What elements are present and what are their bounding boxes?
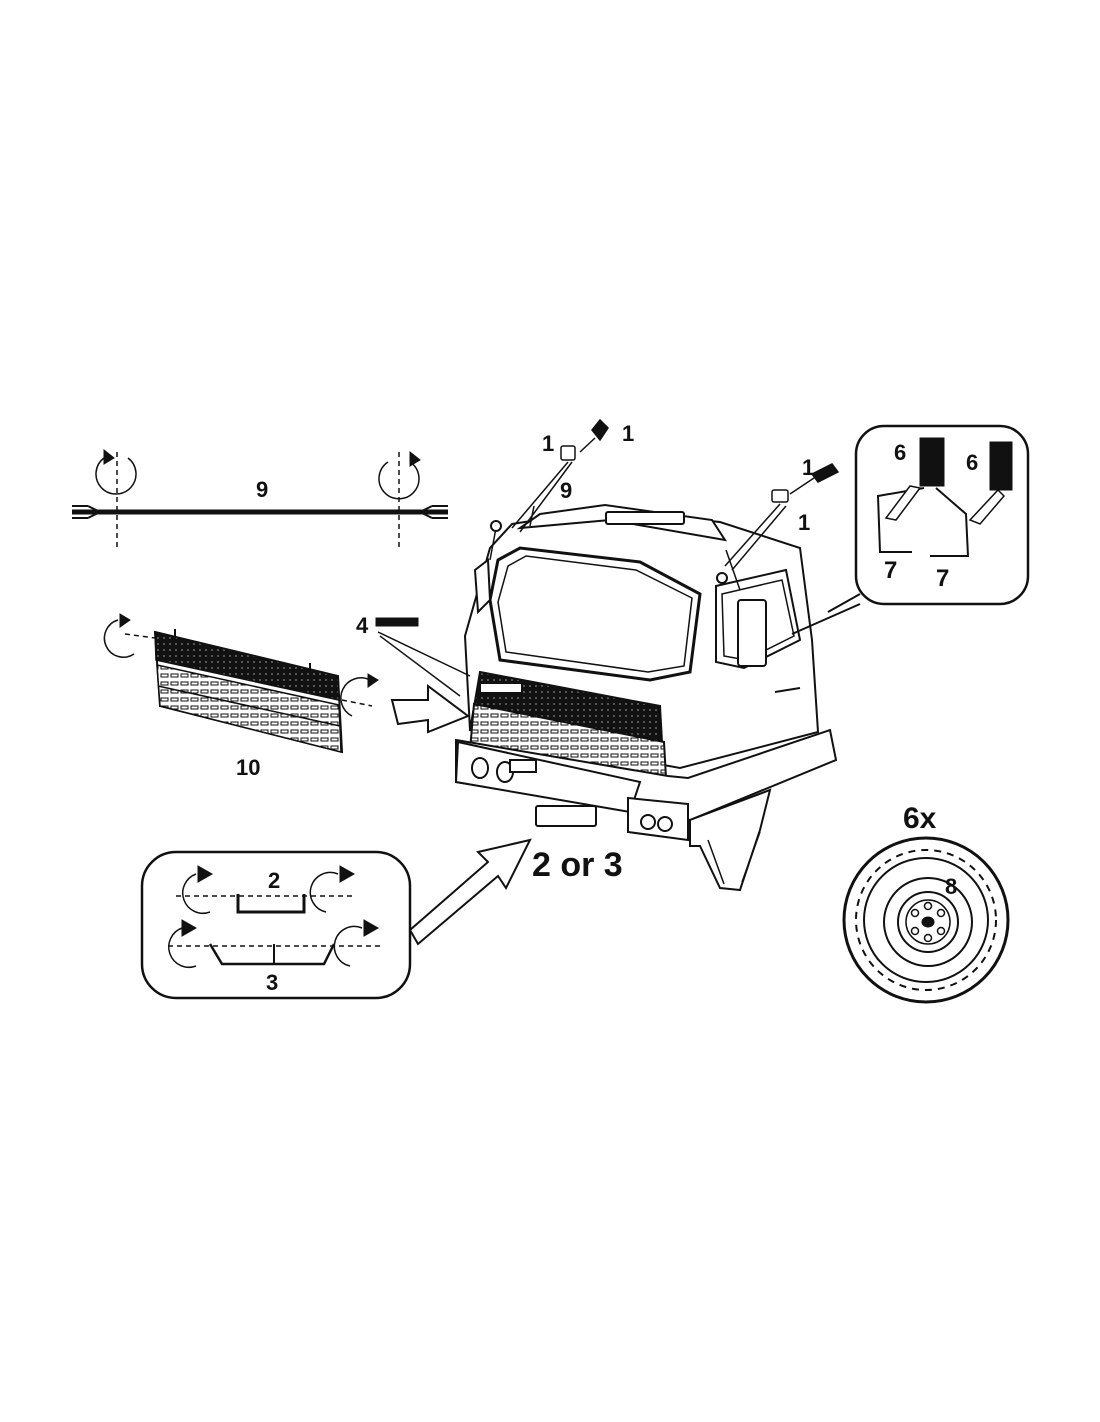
wheel-part (842, 836, 1010, 1004)
label-bumper-choice: 2 or 3 (532, 846, 623, 884)
label-wheel-count: 6x (903, 802, 937, 835)
label-mirror-part: 1 (802, 455, 814, 480)
rotate-arrow-icon (378, 450, 421, 500)
label-wheel-hub: 8 (945, 874, 957, 899)
arrow-icon (390, 684, 471, 734)
label-badge: 4 (356, 613, 369, 638)
rotate-arrow-icon (95, 448, 137, 495)
label-mirror-part: 1 (798, 510, 810, 535)
label-antenna-bar: 9 (256, 477, 268, 502)
roof-parts (511, 418, 840, 571)
mirror-left (473, 558, 492, 615)
label-mirror-part: 1 (542, 431, 554, 456)
antenna-bar-part (72, 448, 448, 548)
mudflap-detail-box (791, 424, 1030, 635)
rotate-arrow-icon (333, 919, 380, 967)
label-mudflap: 6 (894, 440, 906, 465)
label-mirror-part: 1 (622, 421, 634, 446)
truck-cab (454, 503, 838, 892)
label-mudflap: 6 (966, 450, 978, 475)
arrow-icon (408, 838, 532, 946)
label-bumper-option: 3 (266, 970, 278, 995)
bumper-step (535, 805, 597, 827)
rotate-arrow-icon (309, 865, 356, 913)
rotate-arrow-icon (340, 673, 379, 717)
rotate-arrow-icon (182, 865, 214, 914)
label-mudflap-bracket: 7 (884, 557, 897, 584)
label-mudflap-bracket: 7 (936, 565, 949, 592)
badge-part (375, 617, 471, 697)
label-bumper-option: 2 (268, 868, 280, 893)
label-antenna: 9 (560, 478, 572, 503)
bumper-option-box (140, 838, 532, 1000)
rotate-arrow-icon (168, 919, 198, 968)
rotate-arrow-icon (103, 613, 135, 658)
label-grille: 10 (236, 755, 260, 780)
grille-part (103, 613, 471, 754)
lug-nuts (910, 901, 946, 943)
